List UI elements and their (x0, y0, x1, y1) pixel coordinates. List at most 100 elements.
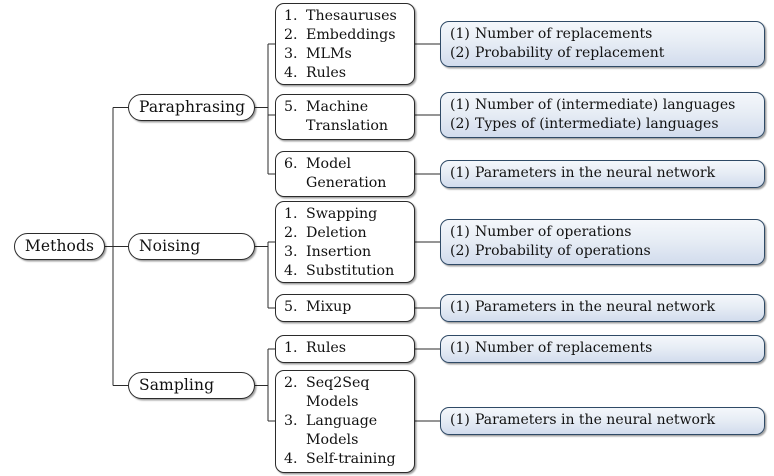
param-text: Probability of replacement (475, 45, 665, 61)
params-list: (1) Number of replacements (450, 339, 755, 358)
category-node-noising[interactable]: Noising (128, 233, 255, 260)
list-item-marker: 5. (284, 299, 298, 315)
method-list-paraphrasing-3[interactable]: 6. Model Generation (275, 151, 415, 197)
list-item-marker: 3. (284, 46, 298, 62)
list-item: 3. Language Models (284, 412, 406, 450)
params-list: (1) Parameters in the neural network (450, 411, 755, 430)
category-node-label: Paraphrasing (139, 97, 246, 116)
params-box-paraphrasing-1[interactable]: (1) Number of replacements (2) Probabili… (440, 21, 765, 67)
list-item-text: Seq2Seq Models (306, 375, 370, 410)
list-item: 5. Mixup (284, 298, 406, 317)
category-node-label: Sampling (139, 375, 215, 394)
param-item: (2) Types of (intermediate) languages (450, 115, 755, 134)
params-box-noising-1[interactable]: (1) Number of operations (2) Probability… (440, 219, 765, 265)
param-text: Types of (intermediate) languages (475, 116, 719, 132)
param-marker: (2) (450, 45, 470, 61)
list-item-text: Thesauruses (306, 8, 397, 24)
param-marker: (1) (450, 340, 470, 356)
list-item-marker: 2. (284, 225, 298, 241)
list-item: 6. Model Generation (284, 155, 406, 193)
param-item: (2) Probability of replacement (450, 44, 755, 63)
params-box-paraphrasing-2[interactable]: (1) Number of (intermediate) languages (… (440, 92, 765, 138)
list-item-text: Rules (306, 65, 347, 81)
param-item: (1) Number of replacements (450, 25, 755, 44)
param-marker: (2) (450, 243, 470, 259)
list-item-text: Swapping (306, 206, 378, 222)
category-node-paraphrasing[interactable]: Paraphrasing (128, 94, 255, 121)
param-text: Parameters in the neural network (475, 299, 716, 315)
param-item: (2) Probability of operations (450, 242, 755, 261)
param-item: (1) Parameters in the neural network (450, 298, 755, 317)
param-item: (1) Number of operations (450, 223, 755, 242)
method-list-paraphrasing-1[interactable]: 1. Thesauruses 2. Embeddings 3. MLMs 4. … (275, 3, 415, 85)
param-marker: (1) (450, 26, 470, 42)
param-text: Probability of operations (475, 243, 651, 259)
list-item-text: Embeddings (306, 27, 396, 43)
param-text: Number of replacements (475, 340, 653, 356)
param-text: Parameters in the neural network (475, 412, 716, 428)
list-item-marker: 1. (284, 206, 298, 222)
list-item: 2. Embeddings (284, 26, 406, 45)
list-item: 3. MLMs (284, 45, 406, 64)
params-box-paraphrasing-3[interactable]: (1) Parameters in the neural network (440, 160, 765, 188)
ordered-list: 6. Model Generation (284, 155, 406, 193)
ordered-list: 5. Machine Translation (284, 98, 406, 136)
param-text: Number of replacements (475, 26, 653, 42)
method-list-noising-1[interactable]: 1. Swapping 2. Deletion 3. Insertion 4. … (275, 201, 415, 283)
params-box-noising-2[interactable]: (1) Parameters in the neural network (440, 294, 765, 322)
param-item: (1) Parameters in the neural network (450, 164, 755, 183)
param-text: Number of operations (475, 224, 632, 240)
list-item-marker: 3. (284, 244, 298, 260)
list-item-marker: 2. (284, 27, 298, 43)
param-item: (1) Parameters in the neural network (450, 411, 755, 430)
param-text: Parameters in the neural network (475, 165, 716, 181)
params-list: (1) Parameters in the neural network (450, 164, 755, 183)
list-item-text: Substitution (306, 263, 395, 279)
params-box-sampling-1[interactable]: (1) Number of replacements (440, 335, 765, 363)
list-item-text: Rules (306, 340, 347, 356)
list-item: 1. Thesauruses (284, 7, 406, 26)
param-text: Number of (intermediate) languages (475, 97, 736, 113)
param-marker: (1) (450, 97, 470, 113)
ordered-list: 5. Mixup (284, 298, 406, 317)
method-list-noising-2[interactable]: 5. Mixup (275, 294, 415, 322)
method-list-sampling-2[interactable]: 2. Seq2Seq Models 3. Language Models 4. … (275, 370, 415, 473)
list-item-marker: 1. (284, 8, 298, 24)
list-item-marker: 2. (284, 375, 298, 391)
list-item-marker: 6. (284, 156, 298, 172)
list-item-text: Language Models (306, 413, 378, 448)
category-node-sampling[interactable]: Sampling (128, 372, 255, 399)
list-item: 1. Swapping (284, 205, 406, 224)
list-item-text: MLMs (306, 46, 352, 62)
list-item: 2. Deletion (284, 224, 406, 243)
list-item-marker: 5. (284, 99, 298, 115)
ordered-list: 1. Rules (284, 339, 406, 358)
list-item: 4. Rules (284, 64, 406, 83)
params-box-sampling-2[interactable]: (1) Parameters in the neural network (440, 407, 765, 435)
param-marker: (1) (450, 165, 470, 181)
list-item: 3. Insertion (284, 243, 406, 262)
list-item: 5. Machine Translation (284, 98, 406, 136)
ordered-list: 1. Thesauruses 2. Embeddings 3. MLMs 4. … (284, 7, 406, 83)
method-list-sampling-1[interactable]: 1. Rules (275, 335, 415, 363)
list-item: 2. Seq2Seq Models (284, 374, 406, 412)
list-item: 4. Substitution (284, 262, 406, 281)
list-item-text: Model Generation (306, 156, 387, 191)
ordered-list: 1. Swapping 2. Deletion 3. Insertion 4. … (284, 205, 406, 281)
params-list: (1) Number of (intermediate) languages (… (450, 96, 755, 134)
ordered-list: 2. Seq2Seq Models 3. Language Models 4. … (284, 374, 406, 469)
param-item: (1) Number of (intermediate) languages (450, 96, 755, 115)
param-item: (1) Number of replacements (450, 339, 755, 358)
method-list-paraphrasing-2[interactable]: 5. Machine Translation (275, 94, 415, 140)
category-node-label: Noising (139, 236, 201, 255)
list-item-marker: 1. (284, 340, 298, 356)
list-item-text: Deletion (306, 225, 367, 241)
list-item-marker: 4. (284, 65, 298, 81)
root-node-methods[interactable]: Methods (14, 233, 105, 260)
list-item: 4. Self-training (284, 450, 406, 469)
list-item-marker: 4. (284, 263, 298, 279)
param-marker: (1) (450, 299, 470, 315)
list-item-text: Self-training (306, 451, 396, 467)
list-item-text: Machine Translation (306, 99, 389, 134)
